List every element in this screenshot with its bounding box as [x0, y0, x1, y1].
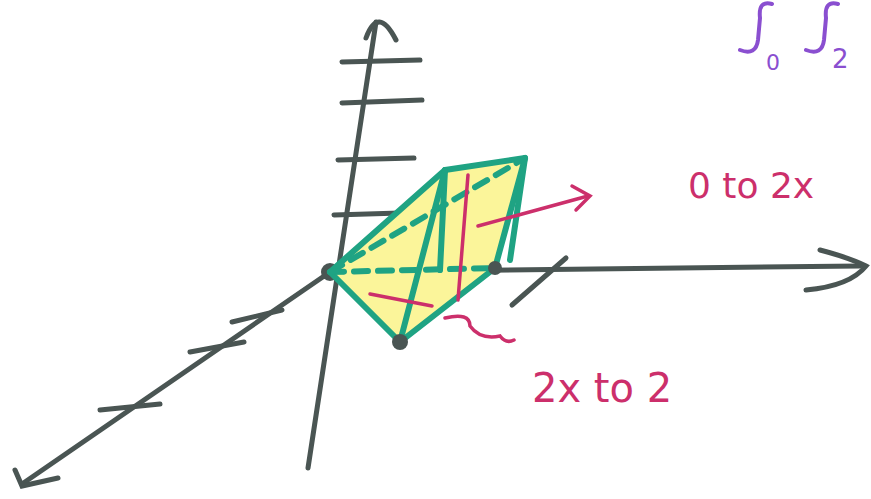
region-fill — [330, 158, 525, 342]
annotation-label: 2 — [832, 46, 849, 72]
corner-dot — [488, 261, 502, 275]
annotation-lines — [370, 175, 590, 341]
annotation-label: 2x to 2 — [532, 368, 672, 408]
corner-dot — [392, 334, 408, 350]
annotation-label: 0 — [766, 52, 780, 74]
integral-signs — [740, 3, 838, 51]
prism — [330, 158, 525, 342]
axes — [15, 22, 866, 486]
annotation-label: 0 to 2x — [688, 168, 814, 204]
